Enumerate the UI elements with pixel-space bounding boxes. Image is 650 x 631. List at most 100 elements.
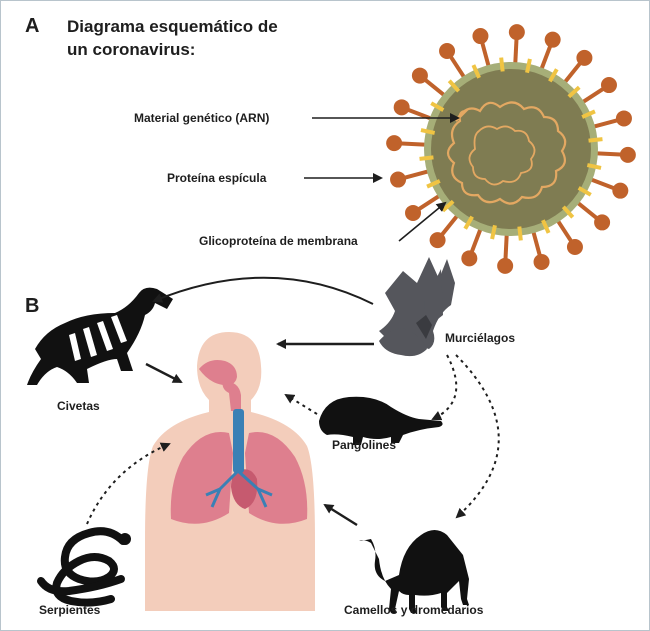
right-lung [245, 432, 308, 524]
spike-head [497, 257, 514, 274]
spike-head [576, 49, 593, 66]
spike-stem [513, 37, 519, 66]
heart [231, 469, 258, 509]
arrow-snake-to-human [86, 442, 171, 525]
arrow-bat-to-camel [455, 354, 500, 519]
virus-rna-strand [446, 101, 567, 205]
camel-illustration [359, 530, 469, 613]
membrane-tab [586, 163, 602, 170]
spike-stem [591, 117, 620, 129]
arrow-membrane [398, 201, 447, 242]
snake-illustration [37, 527, 131, 607]
virus-body [431, 69, 591, 229]
label-membrane-glycoprotein: Glicoproteína de membrana [199, 234, 358, 248]
spike-head [386, 135, 403, 152]
panel-a-title: Diagrama esquemático de un coronavirus: [67, 15, 278, 61]
membrane-tab [561, 205, 575, 219]
spike-stem [503, 232, 509, 261]
virus-spikes [386, 24, 636, 274]
membrane-tab [490, 224, 497, 240]
spike-stem [416, 193, 442, 212]
spike-head [612, 182, 629, 199]
spike-stem [594, 151, 623, 157]
arrow-pangolin-to-human [284, 393, 318, 415]
arrow-civet-to-human [145, 362, 183, 384]
panel-a-title-line2: un coronavirus: [67, 40, 196, 59]
spike-stem [539, 43, 553, 72]
spike-head [393, 99, 410, 116]
spike-head [390, 171, 407, 188]
spike-stem [402, 169, 431, 181]
label-pangolins: Pangolines [332, 438, 397, 452]
panel-b-letter: B [25, 295, 40, 317]
trachea [233, 409, 244, 473]
civet-illustration [27, 287, 173, 385]
spike-stem [580, 86, 606, 105]
panel-a-letter: A [25, 15, 40, 37]
arrow-camel-to-human [323, 503, 358, 527]
label-spike-protein: Proteína espícula [167, 171, 267, 185]
membrane-tab [430, 101, 445, 112]
left-lung [170, 432, 233, 524]
spike-head [405, 204, 422, 221]
spike-head [508, 24, 525, 41]
panel-a-title-line1: Diagrama esquemático de [67, 17, 278, 36]
arrow-bat-to-civet [152, 276, 374, 305]
membrane-tab [541, 219, 551, 234]
bat-illustration [379, 257, 455, 357]
membrane-tab [426, 179, 441, 189]
pangolin-illustration [319, 396, 443, 445]
membrane-tab [548, 68, 559, 83]
label-camels: Camellos y dromedarios [344, 603, 484, 617]
nasal-cavity [199, 360, 237, 386]
label-bats: Murciélagos [445, 331, 516, 345]
spike-head [619, 146, 636, 163]
spike-stem [469, 226, 483, 255]
membrane-tab [525, 58, 532, 74]
membrane-tab [567, 85, 581, 99]
spike-stem [575, 200, 600, 221]
spike-head [461, 250, 478, 267]
spike-head [533, 253, 550, 270]
membrane-glycoproteins [419, 57, 603, 241]
spike-stem [531, 229, 543, 258]
spike-head [544, 31, 561, 48]
spike-stem [422, 77, 447, 98]
spike-head [594, 214, 611, 231]
spike-head [439, 43, 456, 60]
membrane-tab [447, 79, 461, 93]
arrow-bat-to-pangolin [431, 354, 458, 421]
membrane-tab [577, 186, 592, 197]
spike-stem [439, 213, 460, 238]
spike-stem [588, 177, 617, 191]
membrane-tab [581, 109, 596, 119]
label-snakes: Serpientes [39, 603, 101, 617]
membrane-tab [419, 155, 434, 161]
spike-head [411, 67, 428, 84]
membrane-tab [420, 128, 436, 135]
bronchi [205, 469, 273, 508]
spike-stem [399, 141, 428, 147]
spike-head [615, 110, 632, 127]
membrane-tab [463, 215, 474, 230]
throat [222, 381, 241, 411]
spike-stem [479, 40, 491, 69]
spike-head [472, 28, 489, 45]
coronavirus-illustration [386, 24, 636, 274]
spike-head [566, 238, 583, 255]
membrane-tab [499, 57, 505, 72]
membrane-tab [471, 64, 481, 79]
label-genetic-material: Material genético (ARN) [134, 111, 270, 125]
membrane-tab [588, 137, 603, 143]
membrane-tab [517, 226, 523, 241]
spike-stem [448, 54, 467, 80]
spike-stem [562, 60, 583, 85]
label-civets: Civetas [57, 399, 100, 413]
spike-stem [555, 218, 574, 244]
human-torso-illustration [145, 332, 315, 611]
spike-head [429, 232, 446, 249]
virus-rna-strand-inner [468, 125, 536, 186]
spike-head [600, 77, 617, 94]
